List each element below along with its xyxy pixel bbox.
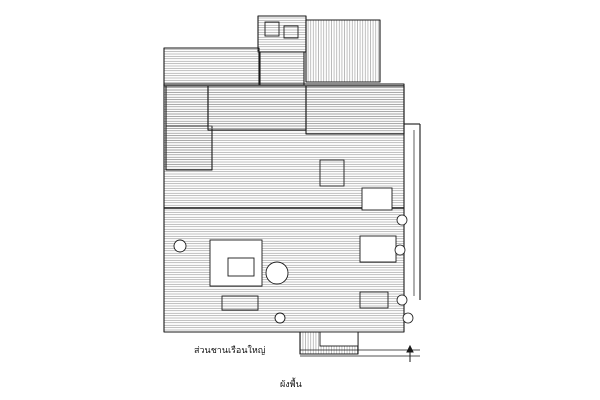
plant-1 xyxy=(396,214,408,226)
furniture-table-lower-right xyxy=(359,291,389,309)
plan-title: ผังพื้น xyxy=(280,380,302,390)
room-right xyxy=(305,85,405,135)
stair-room xyxy=(259,51,305,87)
main-house-upper xyxy=(163,47,260,87)
furniture-cabinet xyxy=(264,21,280,37)
furniture-kitchen-counter xyxy=(319,159,345,187)
furniture-cluster xyxy=(361,187,393,211)
furniture-step-bench xyxy=(319,331,359,347)
plant-3 xyxy=(396,294,408,306)
furniture-bench xyxy=(221,295,259,311)
compass-arrow-icon xyxy=(406,344,414,362)
furniture-right-set xyxy=(359,235,397,263)
plant-2 xyxy=(394,244,406,256)
furniture-pot xyxy=(274,312,286,324)
furniture-sofa xyxy=(227,257,255,277)
top-annex-right xyxy=(305,19,381,83)
room-left xyxy=(165,85,209,127)
plant-4 xyxy=(402,312,414,324)
room-left-lower xyxy=(165,125,213,171)
furniture-round-table xyxy=(265,261,289,285)
room-center xyxy=(207,85,307,131)
section-caption: ส่วนชานเรือนใหญ่ xyxy=(194,346,266,356)
furniture-round-stool xyxy=(173,239,187,253)
furniture-chair xyxy=(283,25,299,39)
furniture-table-left xyxy=(209,239,263,287)
